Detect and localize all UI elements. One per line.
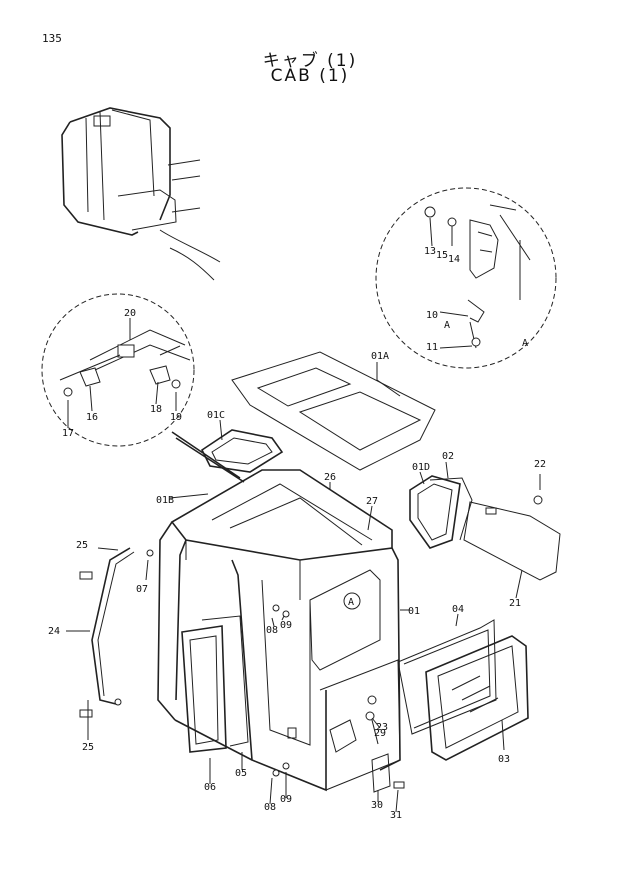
callout-13: 13 [424, 246, 436, 257]
callout-31: 31 [390, 810, 402, 821]
title-english: CAB (1) [270, 66, 350, 86]
title-japanese: キャブ (1) [262, 51, 358, 71]
callout-30: 30 [371, 800, 383, 811]
front-glass-04 [397, 619, 497, 735]
panel-21 [463, 495, 561, 581]
callout-02: 02 [442, 451, 454, 462]
roof-panel [231, 351, 436, 471]
detail-left-circle [41, 293, 195, 447]
callout-11: 11 [426, 342, 438, 353]
callout-09-lower: 09 [280, 794, 292, 805]
callout-27: 27 [366, 496, 378, 507]
cab-body [157, 469, 401, 792]
callout-09-upper: 09 [280, 620, 292, 631]
callout-16: 16 [86, 412, 98, 423]
callout-21: 21 [509, 598, 521, 609]
callout-06: 06 [204, 782, 216, 793]
callout-25-bottom: 25 [82, 742, 94, 753]
callout-10: 10 [426, 310, 438, 321]
callout-07: 07 [136, 584, 148, 595]
callout-01B: 01B [156, 495, 174, 506]
callout-04: 04 [452, 604, 464, 615]
page-number: 135 [42, 32, 62, 45]
callout-01: 01 [408, 606, 420, 617]
callout-15: 15 [436, 250, 448, 261]
callout-01A: 01A [371, 351, 389, 362]
callout-05: 05 [235, 768, 247, 779]
frame-03 [425, 635, 529, 761]
callout-01D: 01D [412, 462, 430, 473]
hardware-fasteners [272, 604, 405, 793]
callout-24: 24 [48, 626, 60, 637]
handrail-24 [79, 547, 154, 718]
callout-01C: 01C [207, 410, 225, 421]
callout-18: 18 [150, 404, 162, 415]
callout-08-upper: 08 [266, 625, 278, 636]
callout-26: 26 [324, 472, 336, 483]
callout-03: 03 [498, 754, 510, 765]
callout-08-lower: 08 [264, 802, 276, 813]
detail-a-circle [375, 187, 557, 369]
leader-lines [66, 217, 541, 813]
marker-a-circle-label: A [348, 597, 354, 608]
callout-17: 17 [62, 428, 74, 439]
detail-leader-lines [171, 431, 245, 483]
callout-29: 29 [374, 728, 386, 739]
window-01d [409, 475, 473, 549]
machine-overview-sketch [61, 107, 221, 281]
detail-a-reference: A [522, 338, 528, 349]
callout-22: 22 [534, 459, 546, 470]
callout-25-top: 25 [76, 540, 88, 551]
left-window-06 [181, 615, 249, 753]
callout-19: 19 [170, 412, 182, 423]
callout-20: 20 [124, 308, 136, 319]
callout-14: 14 [448, 254, 460, 265]
callout-23: 23 [376, 722, 388, 733]
small-window-01c [200, 429, 284, 473]
callout-10-a: A [444, 320, 450, 331]
